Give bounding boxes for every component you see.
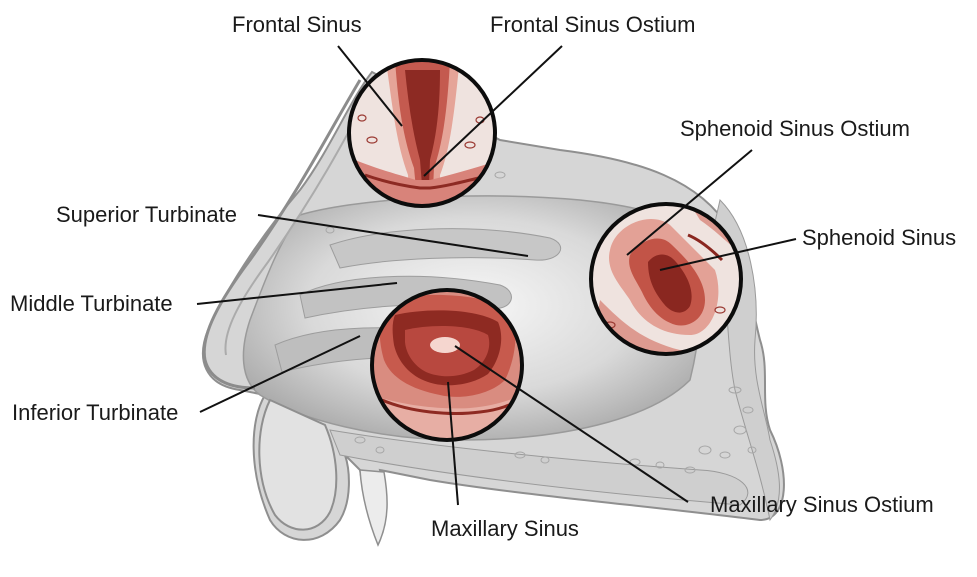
leader-inferior-turbinate bbox=[199, 335, 361, 413]
leader-frontal-sinus bbox=[337, 45, 403, 127]
label-inferior-turbinate: Inferior Turbinate bbox=[12, 400, 178, 425]
maxillary-sinus-lens bbox=[370, 288, 524, 442]
labels: Frontal Sinus Frontal Sinus Ostium Sphen… bbox=[10, 12, 956, 541]
leader-maxillary-sinus-ostium bbox=[454, 345, 689, 503]
label-sphenoid-sinus-ostium: Sphenoid Sinus Ostium bbox=[680, 116, 910, 141]
sphenoid-sinus-lens-ring bbox=[589, 202, 743, 356]
label-middle-turbinate: Middle Turbinate bbox=[10, 291, 173, 316]
leader-superior-turbinate bbox=[257, 214, 529, 257]
label-frontal-sinus: Frontal Sinus bbox=[232, 12, 362, 37]
maxillary-sinus-lens-ring bbox=[370, 288, 524, 442]
leader-sphenoid-sinus-ostium bbox=[626, 149, 753, 256]
label-frontal-sinus-ostium: Frontal Sinus Ostium bbox=[490, 12, 695, 37]
label-maxillary-sinus-ostium: Maxillary Sinus Ostium bbox=[710, 492, 934, 517]
label-sphenoid-sinus: Sphenoid Sinus bbox=[802, 225, 956, 250]
frontal-sinus-lens-ring bbox=[347, 58, 497, 208]
leader-sphenoid-sinus bbox=[659, 238, 797, 271]
leader-lines bbox=[196, 45, 797, 506]
leader-middle-turbinate bbox=[196, 282, 398, 305]
leader-maxillary-sinus bbox=[447, 381, 459, 506]
leader-frontal-sinus-ostium bbox=[423, 45, 563, 177]
sphenoid-sinus-lens bbox=[589, 202, 743, 356]
label-superior-turbinate: Superior Turbinate bbox=[56, 202, 237, 227]
label-maxillary-sinus: Maxillary Sinus bbox=[431, 516, 579, 541]
